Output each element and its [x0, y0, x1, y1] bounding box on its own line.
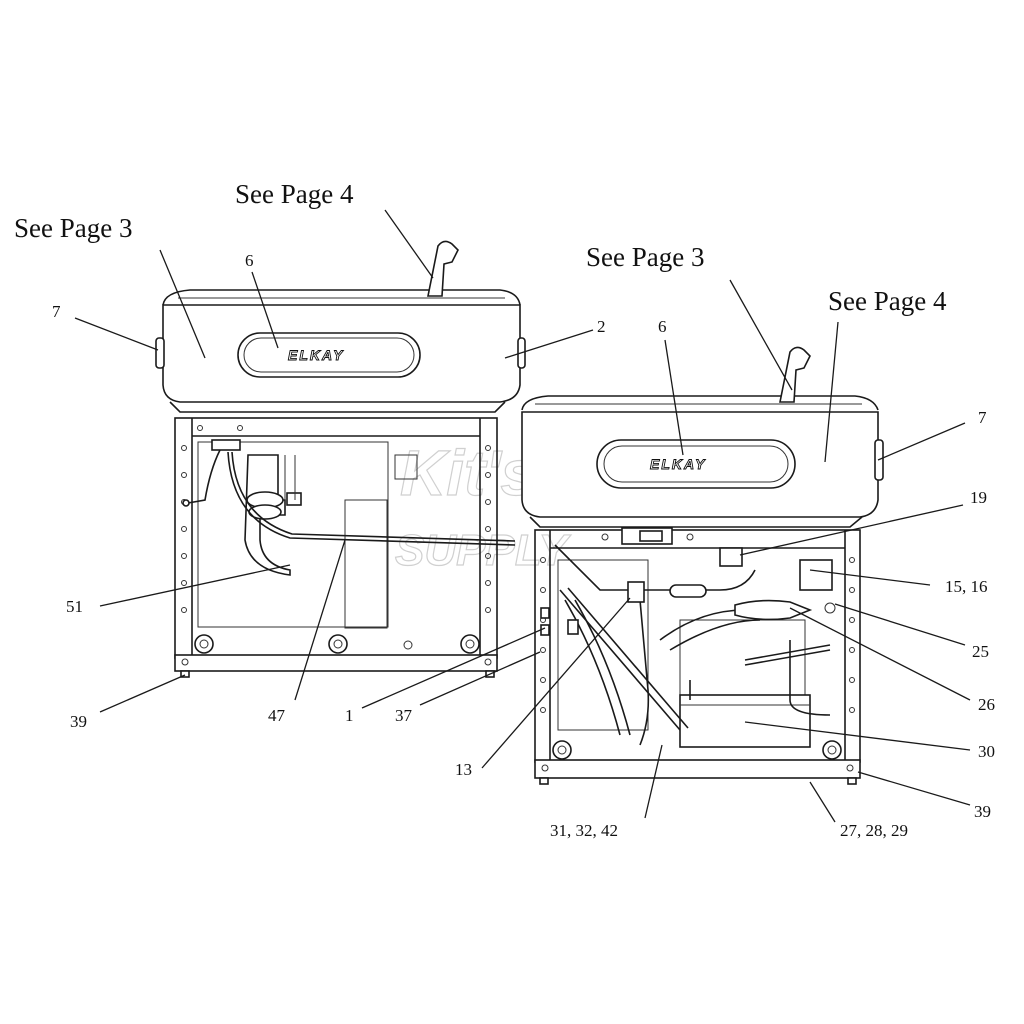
watermark-line2: SUPPLY: [395, 526, 571, 575]
left-side-button: [155, 337, 165, 369]
right-base-rail: [534, 759, 861, 779]
right-basin-rim: [521, 395, 879, 411]
callout-6-left: 6: [245, 251, 254, 270]
right-bubbler: [779, 346, 811, 403]
evaporator: [734, 599, 813, 621]
callout-2: 2: [597, 317, 606, 336]
callout-47: 47: [268, 706, 286, 725]
watermark: Kit's SUPPLY: [394, 436, 572, 575]
storage-tank: [679, 694, 811, 748]
left-water-tube: [227, 451, 516, 546]
callout-51: 51: [66, 597, 83, 616]
callout-19: 19: [970, 488, 987, 507]
callout-1: 1: [345, 706, 354, 725]
left-base-rail: [174, 654, 498, 672]
left-elkay-logo: ELKAY: [288, 347, 344, 363]
fitting-19: [719, 547, 743, 567]
callout-30: 30: [978, 742, 995, 761]
ref-right-page3: See Page 3: [586, 242, 704, 272]
left-frame-holes: [181, 445, 491, 613]
left-unit: ELKAY: [155, 240, 526, 678]
ref-left-page4: See Page 4: [235, 179, 354, 209]
callout-13: 13: [455, 760, 472, 779]
callout-6-right: 6: [658, 317, 667, 336]
callout-25: 25: [972, 642, 989, 661]
right-frame-holes: [540, 557, 855, 713]
callout-31-32-42: 31, 32, 42: [550, 821, 618, 840]
callout-15-16: 15, 16: [945, 577, 988, 596]
leader-lines: [74, 209, 971, 823]
callout-7-left: 7: [52, 302, 61, 321]
callout-37: 37: [395, 706, 413, 725]
right-elkay-logo: ELKAY: [650, 456, 706, 472]
callout-26: 26: [978, 695, 995, 714]
tee-fitting: [627, 581, 645, 603]
callout-7-right: 7: [978, 408, 987, 427]
junction-box: [621, 527, 673, 545]
watermark-line1: Kit's: [400, 437, 536, 509]
ref-right-page4: See Page 4: [828, 286, 947, 316]
callout-27-28-29: 27, 28, 29: [840, 821, 908, 840]
valve-15-16: [799, 559, 833, 591]
callout-39-right: 39: [974, 802, 991, 821]
left-basin-rim: [162, 289, 521, 306]
callout-39-left: 39: [70, 712, 87, 731]
right-unit: ELKAY: [521, 346, 884, 785]
right-logo-plate: [596, 439, 796, 489]
left-logo-plate: [237, 332, 421, 378]
ref-left-page3: See Page 3: [14, 213, 132, 243]
left-bubbler: [427, 240, 459, 297]
